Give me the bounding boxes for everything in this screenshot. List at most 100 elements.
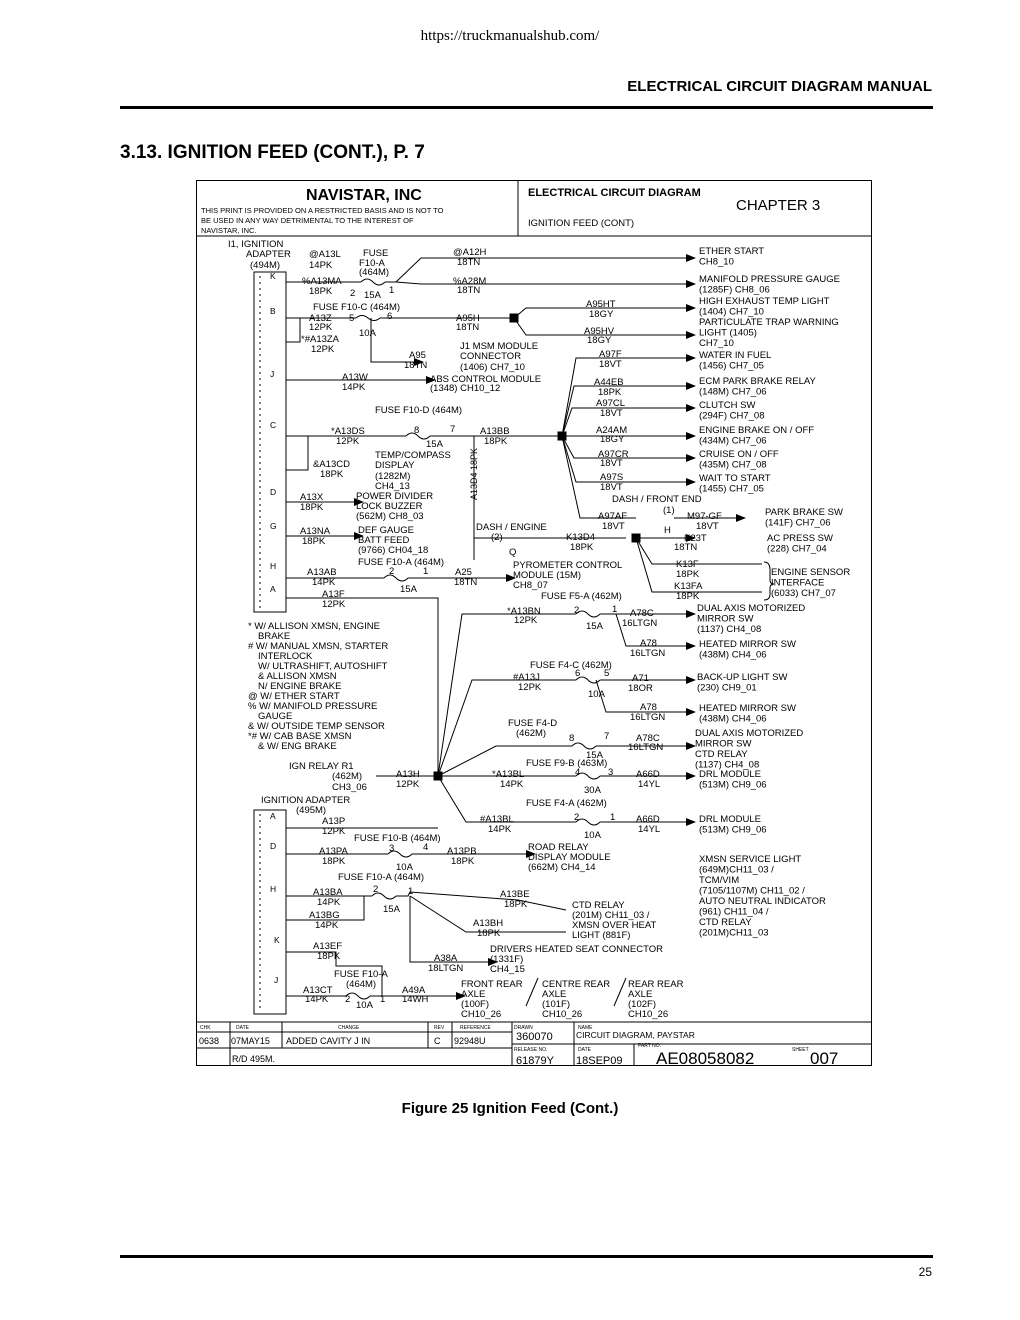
rev-header-part: PART NO.: [638, 1043, 661, 1049]
circuit-label: 18OR: [628, 683, 653, 694]
destination-label: WATER IN FUEL: [699, 350, 771, 361]
sheet-number: 007: [810, 1049, 838, 1066]
circuit-label: 10A: [396, 862, 414, 873]
destination-label: (513M) CH9_06: [699, 780, 767, 791]
drawing-type: ELECTRICAL CIRCUIT DIAGRAM: [528, 187, 701, 199]
circuit-label: A13PB: [447, 846, 477, 857]
destination-label: (435M) CH7_08: [699, 460, 767, 471]
circuit-label: A66D: [636, 814, 660, 825]
circuit-label: 1: [408, 886, 413, 897]
circuit-label: LIGHT (881F): [572, 930, 630, 941]
circuit-label: &A13CD: [313, 459, 350, 470]
circuit-label: A13P: [322, 816, 345, 827]
circuit-label: 7: [604, 731, 609, 742]
circuit-label: A95H: [456, 313, 480, 324]
circuit-label: F10-A: [359, 258, 386, 269]
circuit-label: 12PK: [311, 344, 335, 355]
notice-line-2: BE USED IN ANY WAY DETRIMENTAL TO THE IN…: [201, 216, 414, 225]
chapter-label: CHAPTER 3: [736, 197, 820, 214]
bracket: [763, 561, 775, 601]
destination-label: (1455) CH7_05: [699, 484, 764, 495]
circuit-label: AXLE: [628, 989, 652, 1000]
circuit-label: 3: [608, 767, 613, 778]
circuit-label: FUSE: [363, 248, 388, 259]
rev-rev: C: [434, 1036, 441, 1046]
circuit-label: 2: [574, 812, 579, 823]
page-number: 25: [918, 1265, 932, 1279]
connector-pin-label: B: [270, 306, 276, 316]
circuit-label: CH10_26: [461, 1009, 501, 1020]
destination-label: CLUTCH SW: [699, 400, 756, 411]
circuit-label: A13W: [342, 372, 368, 383]
circuit-label: 6: [387, 311, 392, 322]
circuit-label: 2: [574, 605, 579, 616]
circuit-label: 14PK: [488, 824, 512, 835]
connector-pin-label: K: [274, 935, 280, 945]
circuit-label: A13BG: [309, 910, 340, 921]
circuit-label: 4: [575, 767, 580, 778]
circuit-label: (464M): [346, 979, 376, 990]
rev-header-release-date: DATE: [578, 1047, 592, 1053]
circuit-label: @A13L: [309, 249, 341, 260]
destination-label: DRL MODULE: [699, 814, 761, 825]
circuit-label: A13BH: [473, 918, 503, 929]
circuit-label: (100F): [461, 999, 489, 1010]
circuit-label: 14PK: [500, 779, 524, 790]
circuit-label: A24AM: [596, 425, 627, 436]
option-note: W/ ULTRASHIFT, AUTOSHIFT: [258, 661, 388, 672]
destination-label: DUAL AXIS MOTORIZED: [695, 728, 803, 739]
rev-rd: R/D 495M.: [232, 1054, 275, 1064]
destination-label: AUTO NEUTRAL INDICATOR: [699, 896, 826, 907]
circuit-label: (462M): [516, 728, 546, 739]
circuit-label: #A13BL: [480, 814, 514, 825]
circuit-label: 18TN: [404, 360, 427, 371]
circuit-label: A97AF: [598, 511, 627, 522]
circuit-label: REAR REAR: [628, 979, 684, 990]
release-number: 61879Y: [516, 1055, 555, 1066]
circuit-label: PYROMETER CONTROL: [513, 560, 622, 571]
circuit-label: CH8_07: [513, 580, 548, 591]
drawing-name: CIRCUIT DIAGRAM, PAYSTAR: [576, 1030, 695, 1040]
circuit-label: (1348) CH10_12: [430, 383, 500, 394]
circuit-label: %A28M: [453, 276, 486, 287]
rotated-wire-label: A13D4 18PK: [469, 448, 479, 500]
circuit-label: 18PK: [477, 928, 501, 939]
connector-pin-label: A: [270, 811, 276, 821]
circuit-label: 14WH: [402, 994, 429, 1005]
circuit-label: (102F): [628, 999, 656, 1010]
circuit-label: 12PK: [309, 322, 333, 333]
circuit-label: 2: [389, 566, 394, 577]
option-note: N/ ENGINE BRAKE: [258, 681, 341, 692]
circuit-label: K13FA: [674, 581, 703, 592]
circuit-label: K13D4: [566, 532, 595, 543]
rev-header-chk: CHK: [200, 1025, 211, 1031]
circuit-label: (1282M): [375, 471, 410, 482]
connector-pin-label: D: [270, 841, 276, 851]
connector-pin-label: J: [270, 369, 274, 379]
rev-header-change: CHANGE: [338, 1025, 360, 1031]
destination-label: (1137) CH4_08: [695, 760, 759, 771]
circuit-label: 18VT: [600, 408, 623, 419]
circuit-label: 1: [612, 604, 617, 615]
circuit-label: A44EB: [594, 377, 624, 388]
circuit-label: A97CR: [598, 449, 629, 460]
destination-label: (148M) CH7_06: [699, 387, 767, 398]
destination-label: (7105/1107M) CH11_02 /: [699, 886, 805, 897]
connector-pin-label: H: [270, 884, 276, 894]
circuit-label: 18VT: [600, 458, 623, 469]
destination-label: (6033) CH7_07: [771, 588, 836, 599]
part-number: AE08058082: [656, 1049, 754, 1066]
circuit-label: (494M): [250, 260, 280, 271]
circuit-label: 8: [569, 733, 574, 744]
rev-header-release: RELEASE NO.: [514, 1047, 547, 1053]
circuit-label: DRIVERS HEATED SEAT CONNECTOR: [490, 944, 663, 955]
rev-header-date: DATE: [236, 1025, 250, 1031]
circuit-label: J1 MSM MODULE: [460, 341, 538, 352]
circuit-label: 1: [610, 812, 615, 823]
circuit-label: A97CL: [596, 398, 625, 409]
destination-label: HEATED MIRROR SW: [699, 639, 796, 650]
circuit-label: ROAD RELAY: [528, 842, 589, 853]
rev-chk: 0638: [199, 1036, 219, 1046]
